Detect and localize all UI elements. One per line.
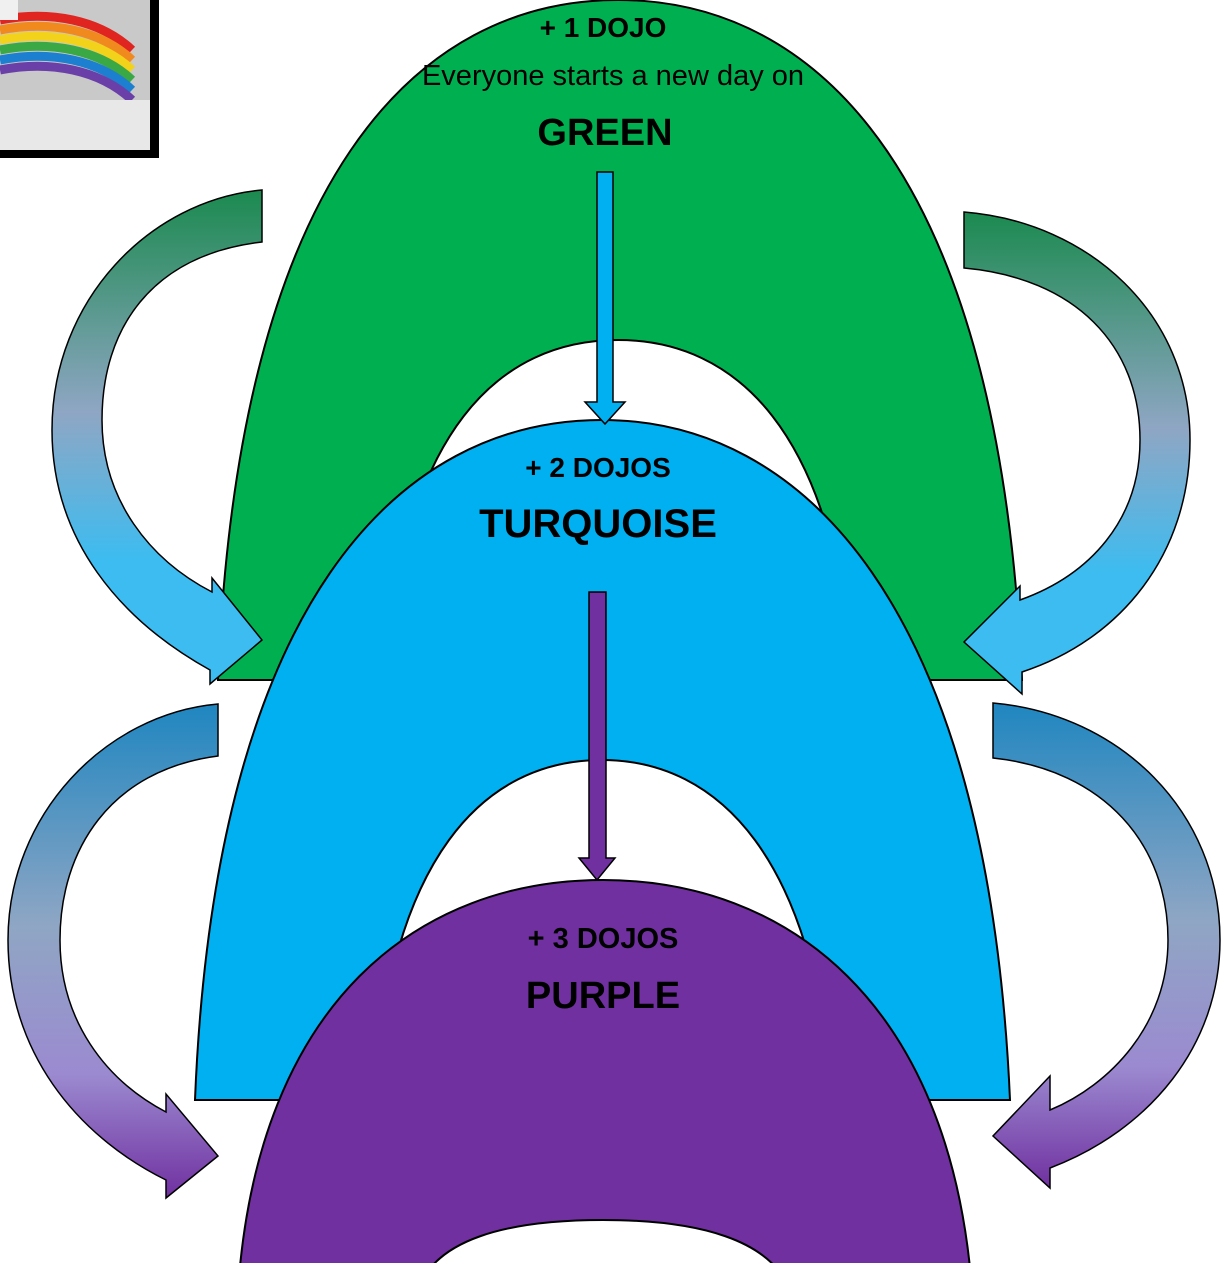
purple-level-name: PURPLE — [0, 975, 1216, 1018]
turquoise-level-name: TURQUOISE — [0, 502, 1211, 547]
green-intro-text: Everyone starts a new day on — [0, 60, 1226, 93]
green-level-name: GREEN — [0, 112, 1218, 155]
left-curved-arrow-top — [52, 190, 262, 684]
turquoise-points-label: + 2 DOJOS — [0, 452, 1211, 484]
purple-points-label: + 3 DOJOS — [0, 923, 1216, 956]
green-points-label: + 1 DOJO — [0, 12, 1216, 44]
